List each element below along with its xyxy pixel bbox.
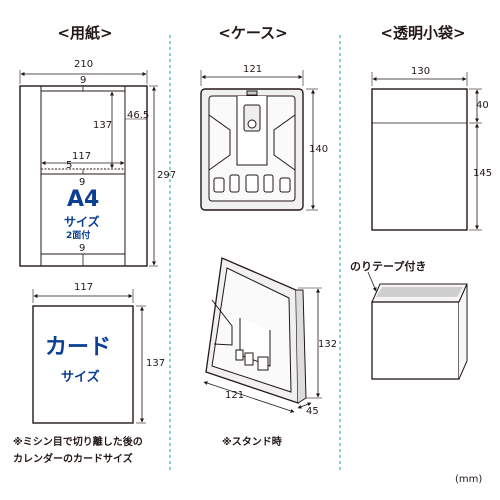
card-note-line2: カレンダーのカードサイズ xyxy=(13,454,133,465)
unit-label: (mm) xyxy=(455,474,483,485)
paper-margin-mid-label: 9 xyxy=(79,177,86,188)
paper-margin-bottom-label: 9 xyxy=(79,243,86,254)
paper-size-label: サイズ xyxy=(64,215,100,229)
paper-width-label: 210 xyxy=(74,59,94,70)
card-subtitle: サイズ xyxy=(61,370,100,385)
card-width-label: 117 xyxy=(74,282,94,293)
bag-width-label: 130 xyxy=(411,66,431,77)
paper-right-offset-label: 46.5 xyxy=(127,110,150,121)
paper-header: <用紙> xyxy=(57,24,113,42)
paper-inner-height-label: 137 xyxy=(93,120,113,131)
card-drawing xyxy=(32,289,146,424)
bag-height-label: 145 xyxy=(473,168,493,179)
case-stand-note: ※スタンド時 xyxy=(222,437,282,448)
case-height-label: 140 xyxy=(309,144,329,155)
case-stand-height-label: 132 xyxy=(318,339,338,350)
paper-two-up-label: 2面付 xyxy=(66,231,91,241)
paper-drawing xyxy=(19,70,158,267)
card-title: カード xyxy=(45,335,112,360)
case-stand-depth-label: 45 xyxy=(306,406,319,417)
bag-front-drawing xyxy=(371,72,482,231)
paper-gap-label: 5 xyxy=(66,160,73,171)
case-front-drawing xyxy=(200,70,318,211)
card-height-label: 137 xyxy=(146,358,166,369)
bag-flap-label: 40 xyxy=(476,100,489,111)
case-header: <ケース> xyxy=(218,24,288,42)
bag-tape-label: のりテープ付き xyxy=(350,260,427,273)
card-note-line1: ※ミシン目で切り離した後の xyxy=(13,437,143,448)
paper-margin-top-label: 9 xyxy=(80,75,87,86)
bag-header: <透明小袋> xyxy=(380,24,466,42)
paper-inner-width-label: 117 xyxy=(72,151,92,162)
bag-open-drawing xyxy=(367,271,468,380)
case-stand-width-label: 121 xyxy=(225,390,245,401)
paper-height-label: 297 xyxy=(157,170,177,181)
paper-a4-label: A4 xyxy=(67,187,100,212)
case-width-label: 121 xyxy=(243,64,263,75)
case-stand-drawing xyxy=(203,257,322,413)
